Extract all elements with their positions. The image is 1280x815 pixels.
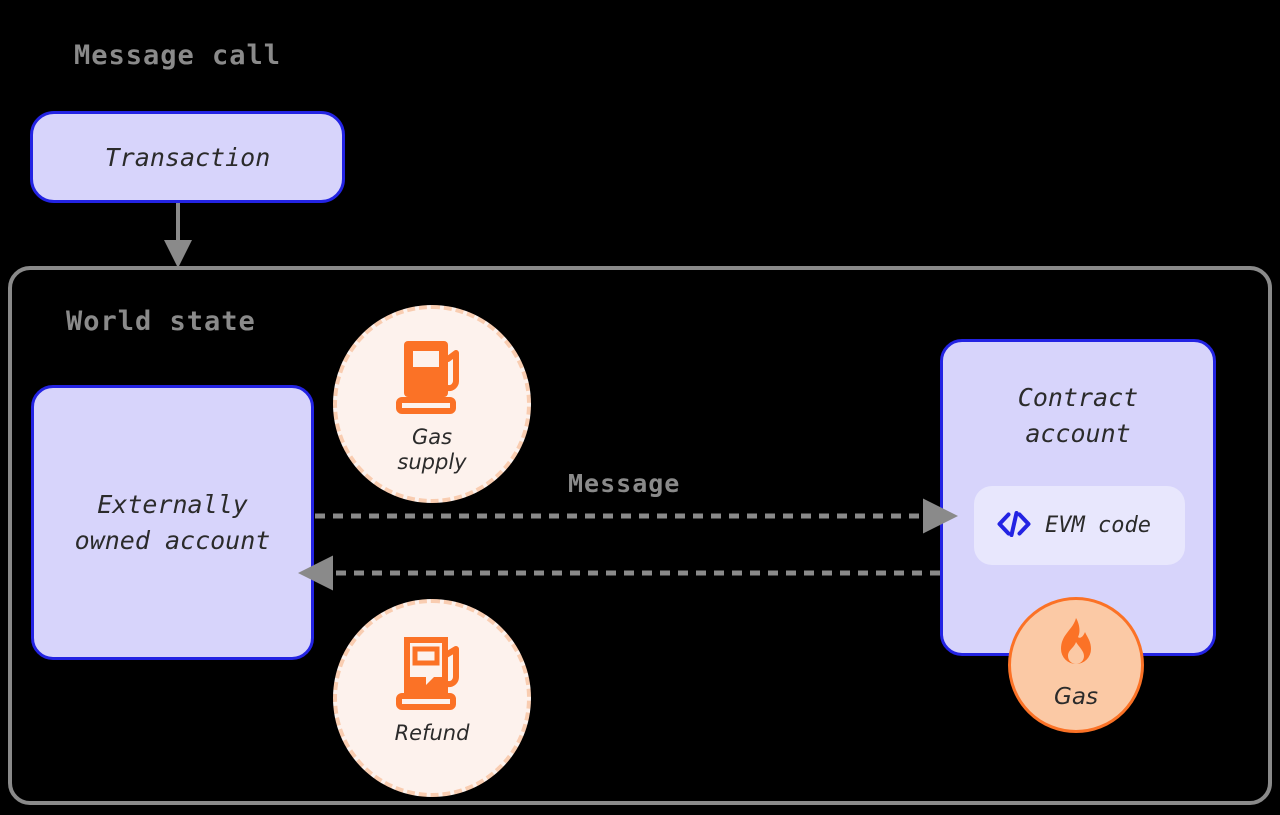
refund-badge[interactable]: Refund bbox=[333, 599, 531, 797]
gas-supply-badge[interactable]: Gas supply bbox=[333, 305, 531, 503]
gas-badge[interactable]: Gas bbox=[1008, 597, 1144, 733]
fuel-pump-full-icon bbox=[396, 337, 468, 419]
flame-icon bbox=[1047, 616, 1105, 682]
message-edge-label: Message bbox=[568, 469, 681, 498]
gas-supply-label: Gas supply bbox=[397, 425, 466, 475]
externally-owned-account-node[interactable]: Externally owned account bbox=[31, 385, 314, 660]
transaction-label: Transaction bbox=[104, 142, 271, 172]
evm-code-chip[interactable]: EVM code bbox=[974, 486, 1185, 565]
eoa-label-line1: Externally bbox=[97, 490, 248, 519]
refund-label: Refund bbox=[395, 721, 470, 746]
code-brackets-icon bbox=[996, 510, 1032, 542]
message-call-title: Message call bbox=[74, 40, 282, 71]
eoa-label-line2: owned account bbox=[74, 525, 271, 555]
gas-supply-label-line2: supply bbox=[397, 449, 467, 474]
refund-label-line1: Refund bbox=[394, 721, 470, 745]
evm-code-label: EVM code bbox=[1045, 513, 1151, 538]
gas-badge-label: Gas bbox=[1054, 684, 1098, 710]
fuel-pump-partial-icon bbox=[396, 633, 468, 715]
transaction-node[interactable]: Transaction bbox=[30, 111, 345, 203]
world-state-title: World state bbox=[66, 306, 256, 337]
world-state-container bbox=[8, 266, 1272, 805]
gas-supply-label-line1: Gas bbox=[411, 425, 453, 449]
contract-label-line2: account bbox=[1025, 418, 1131, 448]
contract-label-line1: Contract bbox=[1017, 383, 1139, 412]
